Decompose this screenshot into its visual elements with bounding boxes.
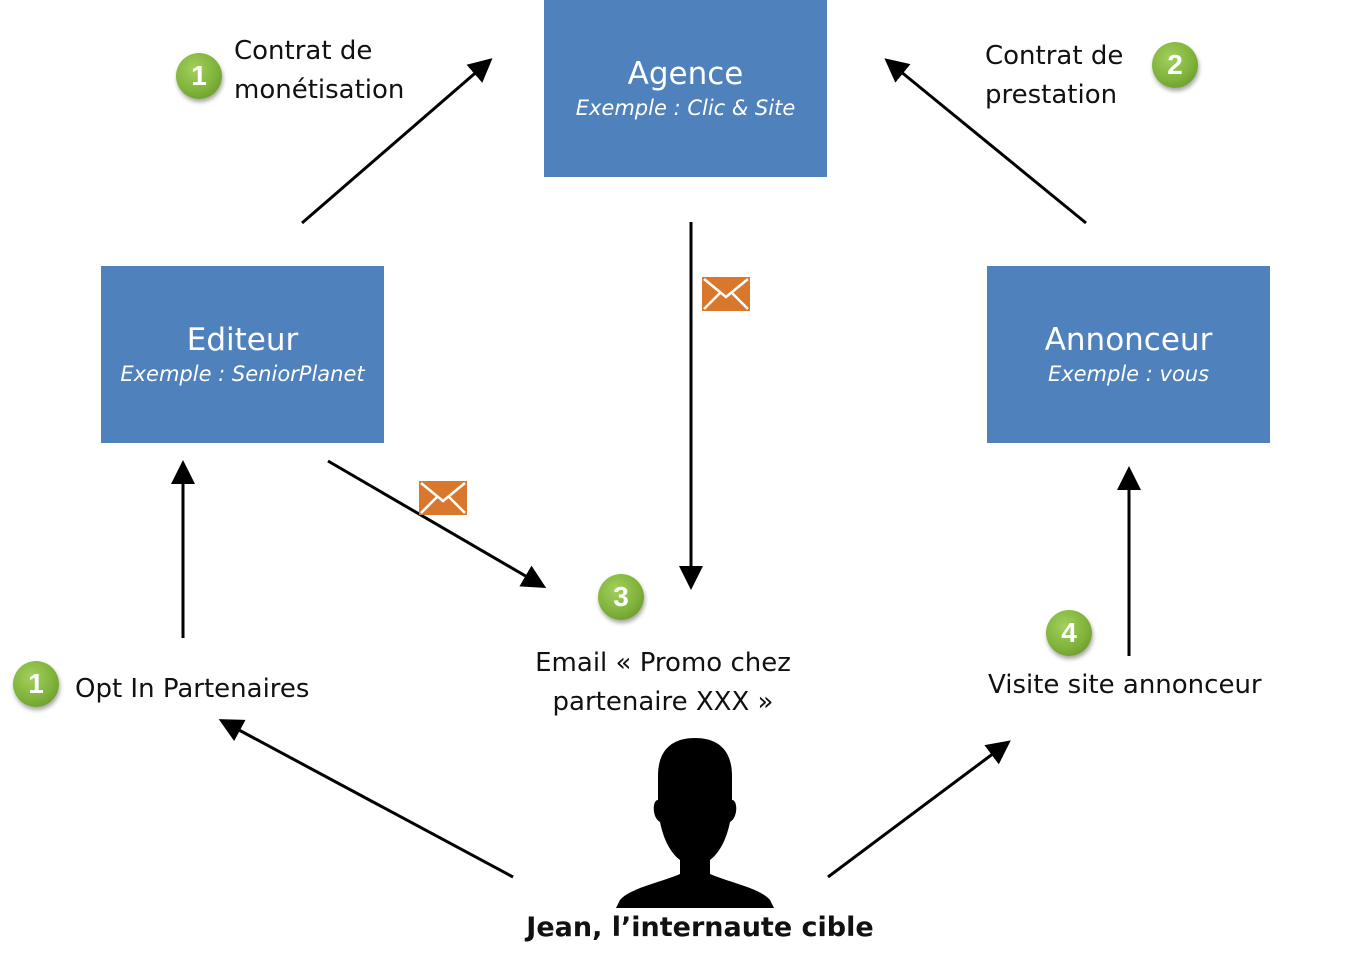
step-badge-2: 2 — [1152, 42, 1198, 88]
visite-label: Visite site annonceur — [988, 670, 1262, 700]
editeur-title: Editeur — [186, 321, 299, 358]
envelope-icon — [702, 277, 750, 311]
contrat-monetisation-line1: Contrat de — [234, 36, 373, 66]
contrat-monetisation-line2: monétisation — [234, 75, 405, 105]
step-badge-4: 4 — [1046, 610, 1092, 656]
contrat-prestation-label: Contrat de prestation — [985, 37, 1123, 115]
agence-subtitle: Exemple : Clic & Site — [575, 95, 796, 120]
person-silhouette-icon — [616, 738, 774, 908]
arrow-jean-to-visite — [827, 740, 1011, 879]
step-badge-1: 1 — [176, 53, 222, 99]
opt-in-label: Opt In Partenaires — [75, 674, 310, 704]
annonceur-subtitle: Exemple : vous — [1047, 361, 1210, 386]
email-line1: Email « Promo chez — [535, 648, 791, 678]
person-caption: Jean, l’internaute cible — [526, 912, 874, 943]
email-label: Email « Promo chez partenaire XXX » — [513, 644, 813, 722]
email-line2: partenaire XXX » — [552, 687, 774, 717]
contrat-prestation-line2: prestation — [985, 80, 1118, 110]
agence-title: Agence — [627, 55, 744, 92]
contrat-monetisation-label: Contrat de monétisation — [234, 32, 404, 110]
contrat-prestation-line1: Contrat de — [985, 41, 1124, 71]
editeur-box: Editeur Exemple : SeniorPlanet — [101, 266, 384, 443]
arrow-annonceur-to-agence — [884, 58, 1087, 225]
envelope-icon — [419, 481, 467, 515]
arrow-editeur-to-agence — [301, 58, 493, 225]
annonceur-box: Annonceur Exemple : vous — [987, 266, 1270, 443]
editeur-subtitle: Exemple : SeniorPlanet — [120, 361, 365, 386]
step-badge-3: 3 — [598, 574, 644, 620]
arrow-editeur-to-email — [327, 459, 547, 589]
step-badge-optin: 1 — [13, 661, 59, 707]
annonceur-title: Annonceur — [1044, 321, 1213, 358]
agence-box: Agence Exemple : Clic & Site — [544, 0, 827, 177]
arrow-jean-to-optin — [218, 719, 514, 879]
